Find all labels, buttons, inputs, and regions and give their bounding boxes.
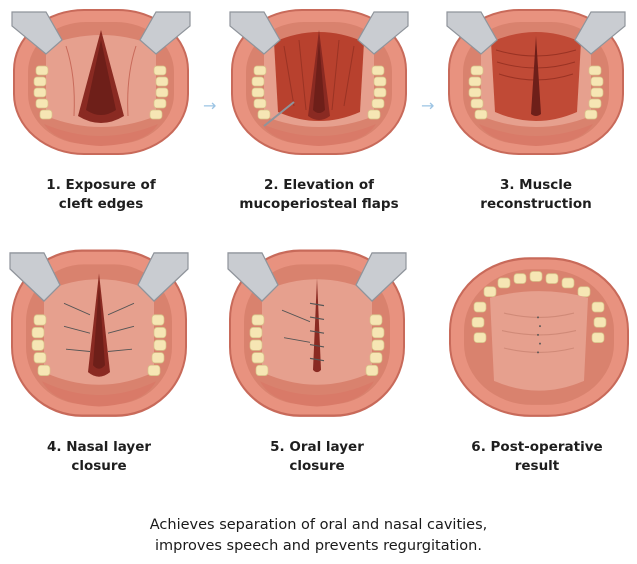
panel-step-5 bbox=[222, 246, 412, 418]
caption-step-5-line1: 5. Oral layer bbox=[212, 438, 422, 457]
panel-step-3 bbox=[441, 6, 631, 156]
panel-step-2 bbox=[224, 6, 414, 156]
caption-step-1: 1. Exposure of cleft edges bbox=[0, 176, 206, 214]
illustration-nasal-layer-closure bbox=[4, 246, 194, 418]
caption-step-3-line1: 3. Muscle bbox=[431, 176, 637, 195]
caption-step-5: 5. Oral layer closure bbox=[212, 438, 422, 476]
panel-step-1 bbox=[6, 6, 196, 156]
caption-step-3: 3. Muscle reconstruction bbox=[431, 176, 637, 214]
panel-step-4 bbox=[4, 246, 194, 418]
caption-step-2-line2: mucoperiosteal flaps bbox=[214, 195, 424, 214]
summary-footer: Achieves separation of oral and nasal ca… bbox=[0, 515, 637, 557]
caption-step-6-line1: 6. Post-operative bbox=[432, 438, 637, 457]
caption-step-1-line2: cleft edges bbox=[0, 195, 206, 214]
illustration-oral-layer-closure bbox=[222, 246, 412, 418]
arrow-2-to-3: → bbox=[421, 96, 434, 115]
caption-step-4-line2: closure bbox=[0, 457, 204, 476]
caption-step-4: 4. Nasal layer closure bbox=[0, 438, 204, 476]
caption-step-1-line1: 1. Exposure of bbox=[0, 176, 206, 195]
summary-line-1: Achieves separation of oral and nasal ca… bbox=[0, 515, 637, 536]
illustration-post-operative-result bbox=[444, 254, 634, 418]
caption-step-3-line2: reconstruction bbox=[431, 195, 637, 214]
summary-line-2: improves speech and prevents regurgitati… bbox=[0, 536, 637, 557]
caption-step-4-line1: 4. Nasal layer bbox=[0, 438, 204, 457]
caption-step-2: 2. Elevation of mucoperiosteal flaps bbox=[214, 176, 424, 214]
illustration-exposure-cleft-edges bbox=[6, 6, 196, 156]
caption-step-6-line2: result bbox=[432, 457, 637, 476]
caption-step-5-line2: closure bbox=[212, 457, 422, 476]
caption-step-2-line1: 2. Elevation of bbox=[214, 176, 424, 195]
arrow-1-to-2: → bbox=[203, 96, 216, 115]
illustration-elevation-flaps bbox=[224, 6, 414, 156]
caption-step-6: 6. Post-operative result bbox=[432, 438, 637, 476]
panel-step-6 bbox=[444, 254, 634, 418]
illustration-muscle-reconstruction bbox=[441, 6, 631, 156]
